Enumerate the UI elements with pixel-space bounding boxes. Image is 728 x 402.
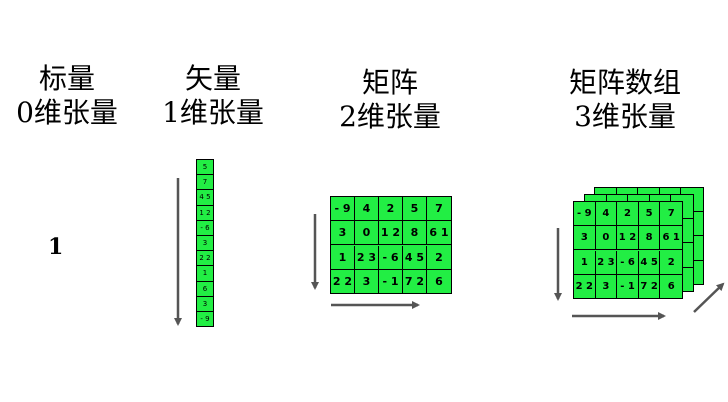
matrix-cell: 8 <box>638 226 661 251</box>
matrix-cell: - 9 <box>331 197 355 221</box>
matrix-cell: 1 2 <box>379 221 403 246</box>
matrix-cell: - 6 <box>379 245 403 270</box>
matrix-cell: 0 <box>595 226 618 251</box>
matrix-cell: - 6 <box>617 250 639 275</box>
vector-cell: 6 <box>197 282 213 297</box>
matrix-cell: 2 2 <box>331 269 355 293</box>
matrix-title-name: 矩阵 <box>361 66 418 99</box>
vector-cell: 3 <box>197 236 213 252</box>
array-depth-arrow <box>693 282 725 313</box>
scalar-title-name: 标量 <box>38 62 95 95</box>
matrix-cell: 8 <box>403 221 427 246</box>
array-title: 矩阵数组 3维张量 <box>550 66 700 134</box>
matrix-cell: 5 <box>638 202 661 226</box>
matrix-cell: 5 <box>403 197 427 221</box>
vector-cell: 7 <box>197 175 213 191</box>
matrix-cell: 1 <box>331 245 355 270</box>
matrix-cell: 2 3 <box>595 250 618 275</box>
matrix-cell: 7 2 <box>403 269 427 293</box>
matrix-cell: 3 <box>574 226 596 251</box>
matrix-cell: 1 <box>574 250 596 275</box>
array-title-rank: 3维张量 <box>574 100 676 133</box>
vector-cell: 2 2 <box>197 251 213 267</box>
matrix-cell: 3 <box>596 274 618 298</box>
scalar-value: 1 <box>48 234 64 260</box>
vector-cell: 5 <box>197 160 213 176</box>
vector-cell: 3 <box>197 297 213 312</box>
matrix-cell: - 9 <box>574 202 596 226</box>
matrix-cell: 6 1 <box>660 226 682 251</box>
matrix-cell: 7 <box>427 197 451 221</box>
matrix-cell: 6 1 <box>427 221 451 246</box>
matrix-cell: 7 <box>660 202 682 226</box>
matrix-cell: 3 <box>355 269 379 293</box>
matrix-cell: 4 <box>595 202 618 226</box>
array-title-name: 矩阵数组 <box>568 66 681 99</box>
vector-cell: 4 5 <box>197 190 213 206</box>
vector-cell: - 6 <box>197 221 213 236</box>
matrix-cell: 3 <box>331 221 355 246</box>
vector-cell: 1 2 <box>197 206 213 221</box>
matrix-cell: 2 2 <box>574 274 596 298</box>
matrix-cell: 7 2 <box>639 274 661 298</box>
matrix-cell: 6 <box>667 280 675 292</box>
vector-title-rank: 1维张量 <box>162 96 264 129</box>
vector-cell: - 9 <box>200 314 210 323</box>
vector-title: 矢量 1维张量 <box>154 62 272 130</box>
matrix-title-rank: 2维张量 <box>339 100 441 133</box>
matrix-cell: 0 <box>355 221 379 246</box>
matrix-cell: 6 <box>435 274 443 288</box>
matrix-cell: 1 2 <box>617 226 639 251</box>
scalar-title: 标量 0维张量 <box>8 62 126 130</box>
matrix-cell: 4 5 <box>638 250 661 275</box>
matrix-cell: 2 <box>379 197 403 221</box>
matrix-cell: 2 <box>660 251 682 275</box>
matrix-cell: 4 <box>355 197 379 221</box>
vector-cell: 1 <box>197 266 213 282</box>
matrix-cell: 4 5 <box>403 245 427 270</box>
matrix-cell: 2 3 <box>355 245 379 270</box>
matrix-cell: 2 <box>427 246 451 270</box>
matrix-cell: - 1 <box>379 269 403 293</box>
matrix-cell: - 1 <box>617 274 639 298</box>
matrix-title: 矩阵 2维张量 <box>330 66 450 134</box>
matrix-cell: 2 <box>617 202 639 226</box>
vector-title-name: 矢量 <box>184 62 241 95</box>
scalar-title-rank: 0维张量 <box>16 96 118 129</box>
